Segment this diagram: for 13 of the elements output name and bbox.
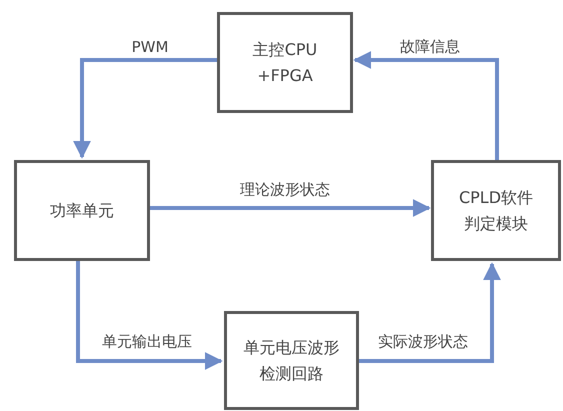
edge-label: 实际波形状态 [376, 332, 470, 352]
arrow [359, 262, 501, 363]
process-box: 单元电压波形检测回路 [224, 311, 359, 410]
process-box: CPLD软件判定模块 [431, 160, 561, 261]
arrow [149, 199, 431, 217]
edge-label: 故障信息 [398, 38, 462, 56]
arrow [76, 261, 223, 370]
process-box: 功率单元 [14, 160, 150, 261]
arrow [73, 58, 217, 159]
process-box: 主控CPU +FPGA [217, 12, 353, 113]
edge-label: 单元输出电压 [100, 332, 194, 352]
edge-label: 理论波形状态 [238, 180, 332, 200]
arrow [353, 51, 499, 160]
